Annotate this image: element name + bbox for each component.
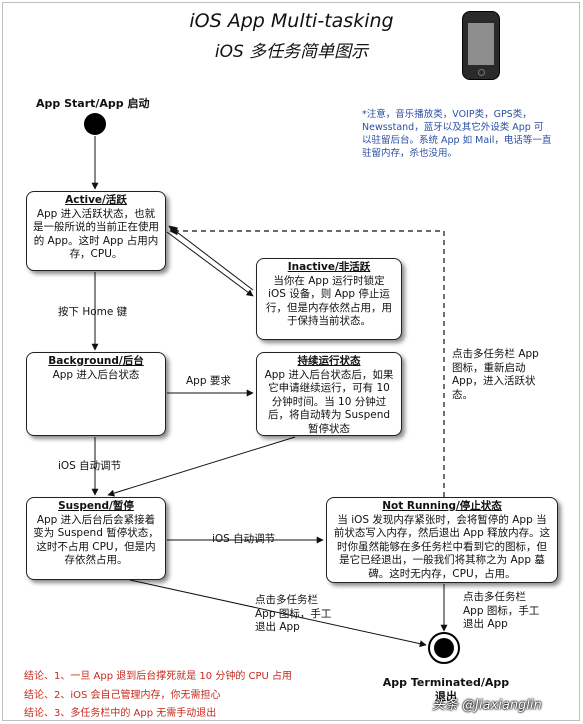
conclusion-1: 结论、1、一旦 App 退到后台撑死就是 10 分钟的 CPU 占用 [24, 671, 293, 682]
state-inactive: Inactive/非活跃 当你在 App 运行时锁定 iOS 设备，则 App … [256, 258, 402, 340]
state-suspend: Suspend/暂停 App 进入后台后会紧接着变为 Suspend 暂停状态，… [26, 497, 166, 580]
label-auto-adjust-2: iOS 自动调节 [212, 533, 276, 545]
diagram-title: iOS App Multi-tasking [189, 10, 394, 32]
state-suspend-title: Suspend/暂停 [58, 500, 134, 512]
state-inactive-title: Inactive/非活跃 [287, 261, 371, 273]
arrow-continue-suspend [107, 436, 296, 497]
label-auto-adjust-1: iOS 自动调节 [58, 460, 122, 472]
state-notrunning-text: 当 iOS 发现内存紧张时，会将暂停的 App 当前状态写入内存，然后退出 Ap… [333, 513, 551, 580]
label-relaunch: 点击多任务栏 App 图标，重新启动 App，进入活跃状态。 [452, 348, 539, 401]
state-background-title: Background/后台 [48, 355, 144, 367]
label-manual-exit-2: 点击多任务栏 App 图标，手工退出 App [463, 591, 540, 630]
label-manual-exit-1: 点击多任务栏 App 图标，手工退出 App [255, 594, 332, 633]
state-suspend-text: App 进入后台后会紧接着变为 Suspend 暂停状态，这时不占用 CPU，但… [33, 513, 159, 567]
note-text: *注意，音乐播放类，VOIP类，GPS类，Newsstand，蓝牙以及其它外设类… [362, 109, 552, 159]
start-label: App Start/App 启动 [36, 97, 150, 110]
arrow-suspend-terminated [129, 579, 427, 648]
state-active-text: App 进入活跃状态，也就是一般所说的当前正在使用的 App。这时 App 占用… [33, 207, 159, 261]
state-background: Background/后台 App 进入后台状态 [26, 352, 166, 436]
diagram-subtitle: iOS 多任务简单图示 [214, 42, 369, 62]
iphone-icon [462, 11, 500, 80]
watermark: 头条 @Jiaxianglin [432, 698, 542, 713]
state-continue-text: App 进入后台状态后，如果它申请继续运行，可有 10 分钟时间。当 10 分钟… [264, 368, 394, 435]
state-active: Active/活跃 App 进入活跃状态，也就是一般所说的当前正在使用的 App… [26, 191, 166, 271]
state-background-text: App 进入后台状态 [52, 368, 140, 381]
arrow-relaunch-dashed [169, 226, 445, 497]
label-home-key: 按下 Home 键 [58, 306, 128, 318]
conclusion-2: 结论、2、iOS 会自己管理内存，你无需担心 [24, 690, 221, 701]
start-node [84, 113, 106, 135]
state-continue: 持续运行状态 App 进入后台状态后，如果它申请继续运行，可有 10 分钟时间。… [256, 352, 402, 436]
label-app-request: App 要求 [186, 375, 231, 387]
end-label: App Terminated/App 退出 [382, 676, 510, 703]
arrow-inactive-active [168, 225, 254, 291]
state-notrunning: Not Running/停止状态 当 iOS 发现内存紧张时，会将暂停的 App… [326, 497, 558, 583]
conclusion-3: 结论、3、多任务栏中的 App 无需手动退出 [24, 708, 217, 719]
state-continue-title: 持续运行状态 [297, 355, 361, 367]
state-active-title: Active/活跃 [65, 194, 127, 206]
arrow-active-inactive [166, 231, 254, 297]
state-notrunning-title: Not Running/停止状态 [382, 500, 502, 512]
state-inactive-text: 当你在 App 运行时锁定 iOS 设备，则 App 停止运行，但是内存依然占用… [266, 274, 392, 328]
